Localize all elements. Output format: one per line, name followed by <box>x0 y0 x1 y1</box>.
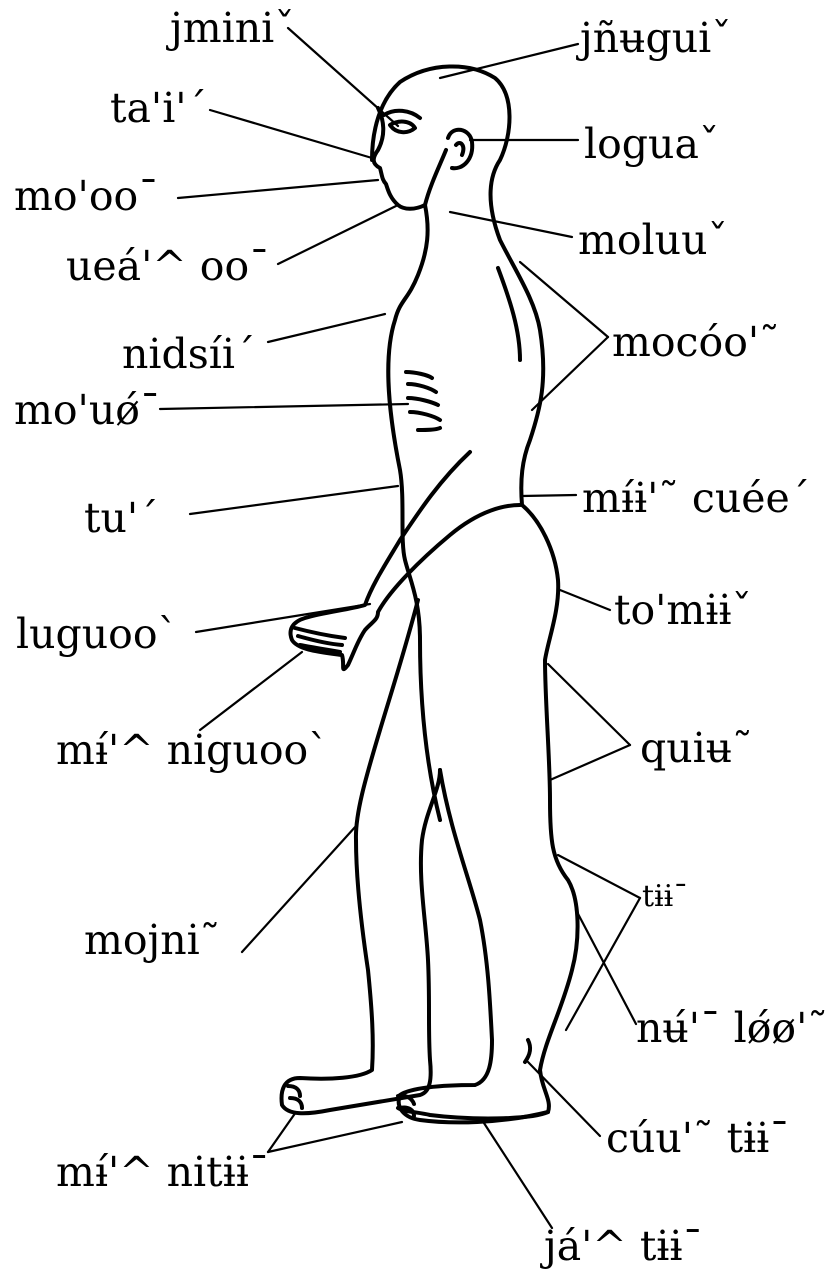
leader-quiu-a <box>548 664 630 745</box>
label-mi-niguoo: mɨ́'^ niguoo` <box>56 730 329 771</box>
ear-outline <box>448 130 472 169</box>
label-jnugui: jñʉguiˇ <box>580 18 732 59</box>
label-ja-tii: já'^ tɨɨ¯ <box>544 1226 703 1267</box>
label-mi-nitii: mɨ́'^ nitɨɨ¯ <box>56 1152 269 1193</box>
leader-cuu-tii <box>528 1062 600 1136</box>
label-tu: tu'´ <box>84 498 159 539</box>
leader-luguoo <box>196 604 370 632</box>
back-leg-outline <box>399 770 548 1122</box>
label-mooo: mo'oo¯ <box>14 176 159 217</box>
label-mii-cuee: mɨ́ɨ'˜ cuée´ <box>582 478 810 519</box>
leader-moluu <box>450 212 572 237</box>
label-mojni: mojni˜ <box>84 920 220 961</box>
label-nidsii: nidsíi´ <box>122 334 256 375</box>
leader-mocoo-a <box>520 262 608 337</box>
label-tii-upper: tɨɨ¯ <box>642 882 688 912</box>
leader-tomii <box>560 590 610 610</box>
front-torso-outline <box>388 205 440 820</box>
leader-mi-niguoo <box>200 652 302 730</box>
ribs <box>406 372 440 430</box>
leader-jnugui <box>440 44 578 78</box>
label-jmini: jminiˇ <box>170 8 295 49</box>
label-moluu: moluuˇ <box>578 220 728 261</box>
label-tai: ta'i'´ <box>110 88 207 129</box>
label-quiu: quiʉ˜ <box>640 728 753 769</box>
leader-mouo <box>160 404 408 409</box>
leader-nu-loo <box>576 910 636 1024</box>
label-tomii: to'mɨɨˇ <box>614 590 752 631</box>
ankle-mark <box>525 1040 530 1062</box>
leader-tai <box>210 110 372 158</box>
label-mouo: mo'uǿ¯ <box>14 390 160 431</box>
label-mocoo: mocóo'˜ <box>612 322 780 363</box>
label-luguoo: luguoo` <box>16 614 178 655</box>
leader-mii-cuee <box>522 495 576 496</box>
label-nu-loo: nʉ́'¯ lǿø'˜ <box>636 1008 828 1049</box>
leader-tu <box>190 486 398 514</box>
leader-tii-a <box>558 855 640 898</box>
leader-mi-nitii-b <box>268 1122 402 1152</box>
label-ueaoo: ueá'^ oo¯ <box>66 246 270 287</box>
leader-mooo <box>178 180 378 198</box>
leader-jmini <box>288 28 398 126</box>
front-leg-outline <box>282 600 440 1113</box>
leader-nidsii <box>268 314 385 342</box>
jaw-neck <box>425 150 446 205</box>
label-cuu-tii: cúu'˜ tɨɨ¯ <box>606 1118 790 1159</box>
leader-quiu-b <box>550 745 630 780</box>
label-logua: loguaˇ <box>584 124 719 165</box>
leader-ueaoo <box>278 206 396 264</box>
shoulder-blade <box>498 268 520 360</box>
leader-mojni <box>242 826 356 952</box>
head-back-outline <box>372 66 578 1118</box>
leader-ja-tii <box>482 1120 552 1228</box>
ear-inner <box>456 143 463 155</box>
